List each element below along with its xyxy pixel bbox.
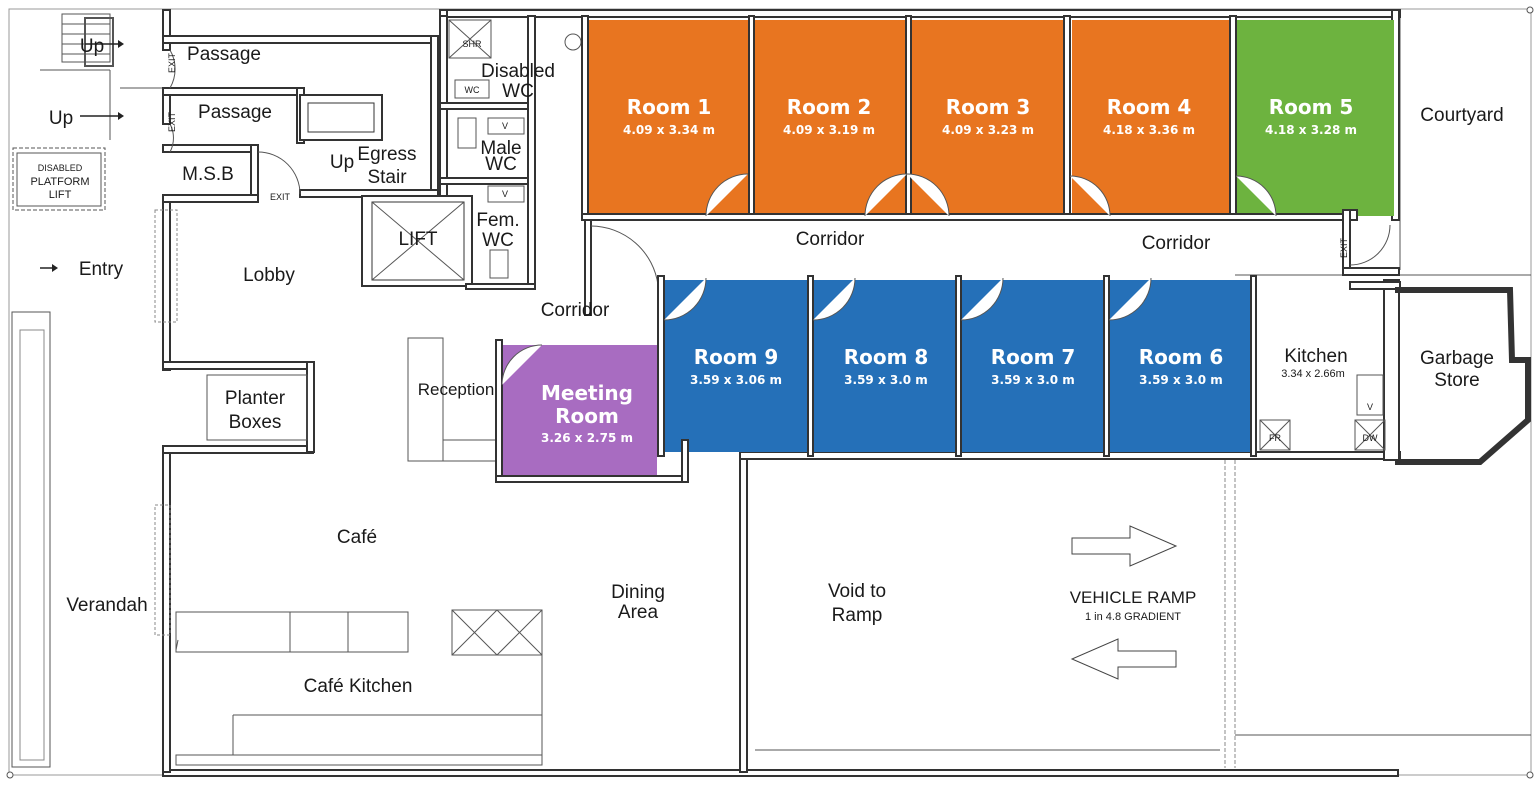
label-reception: Reception — [418, 380, 495, 399]
label-cafe-kitchen: Café Kitchen — [304, 676, 413, 697]
label-courtyard: Courtyard — [1420, 105, 1503, 126]
label-dining-1: Dining — [611, 582, 665, 603]
label-egress-1: Egress — [357, 144, 416, 165]
label-fem-wc-1: Fem. — [476, 210, 519, 231]
label-void-1: Void to — [828, 581, 886, 602]
bottom-rooms — [495, 275, 1386, 483]
garbage-store-walls — [1395, 287, 1531, 465]
label-exit-1: EXIT — [167, 53, 177, 74]
room-3-dims: 4.09 x 3.23 m — [942, 123, 1034, 137]
label-exit-2: EXIT — [167, 112, 177, 133]
label-fem-wc-2: WC — [482, 230, 514, 251]
room-2-dims: 4.09 x 3.19 m — [783, 123, 875, 137]
room-3-name: Room 3 — [946, 95, 1031, 119]
meeting-room-name-1: Meeting — [541, 381, 633, 405]
label-passage-2: Passage — [198, 102, 272, 123]
label-shr: SHR — [462, 39, 482, 49]
label-lobby: Lobby — [243, 265, 295, 286]
label-kitchen: Kitchen — [1284, 346, 1347, 367]
label-dining-2: Area — [618, 602, 659, 623]
ramp-zone — [755, 460, 1236, 768]
room-7-name: Room 7 — [991, 345, 1076, 369]
label-garbage-2: Store — [1434, 370, 1479, 391]
reception-counter — [407, 337, 495, 462]
label-v-mark-2: V — [502, 189, 508, 199]
label-ramp-1: VEHICLE RAMP — [1070, 588, 1197, 607]
room-4-fill — [1072, 20, 1232, 216]
label-fr: FR — [1269, 433, 1281, 443]
cafe-zone — [154, 209, 543, 766]
room-8-dims: 3.59 x 3.0 m — [844, 373, 928, 387]
label-ramp-2: 1 in 4.8 GRADIENT — [1085, 611, 1181, 623]
lift-shaft — [361, 195, 473, 287]
room-7-dims: 3.59 x 3.0 m — [991, 373, 1075, 387]
label-male-wc-1: Male — [480, 138, 521, 159]
label-cafe: Café — [337, 527, 377, 548]
room-6-dims: 3.59 x 3.0 m — [1139, 373, 1223, 387]
label-up-left: Up — [49, 108, 73, 129]
label-garbage-1: Garbage — [1420, 348, 1494, 369]
label-platform-lift-3: LIFT — [49, 189, 72, 201]
upper-left-walls — [162, 35, 439, 203]
corridor-walls — [584, 209, 1401, 316]
label-v-mark-3: V — [1367, 402, 1373, 412]
room-3-fill — [912, 20, 1064, 216]
label-entry: Entry — [79, 259, 124, 280]
label-kitchen-dims: 3.34 x 2.66m — [1281, 368, 1345, 380]
room-4-name: Room 4 — [1107, 95, 1192, 119]
room-4-dims: 4.18 x 3.36 m — [1103, 123, 1195, 137]
room-8-name: Room 8 — [844, 345, 929, 369]
ramp-down-arrow — [1070, 638, 1177, 680]
wc-block — [439, 15, 582, 290]
label-egress-2: Stair — [367, 167, 407, 188]
top-rooms — [581, 15, 1394, 221]
label-planter-1: Planter — [225, 388, 286, 409]
label-passage-1: Passage — [187, 44, 261, 65]
room-5-dims: 4.18 x 3.28 m — [1265, 123, 1357, 137]
label-lift: LIFT — [398, 229, 437, 250]
meeting-room-fill — [502, 345, 657, 480]
label-planter-2: Boxes — [229, 412, 282, 433]
room-2-name: Room 2 — [787, 95, 872, 119]
label-msb: M.S.B — [182, 164, 234, 185]
label-male-wc-2: WC — [485, 154, 517, 175]
meeting-room-dims: 3.26 x 2.75 m — [541, 431, 633, 445]
label-exit-3: EXIT — [270, 192, 291, 202]
label-corridor-mid: Corridor — [796, 229, 865, 250]
boundary-marker — [1526, 6, 1534, 14]
label-corridor-left: Corridor — [541, 300, 610, 321]
room-9-dims: 3.59 x 3.06 m — [690, 373, 782, 387]
room-5-name: Room 5 — [1269, 95, 1354, 119]
label-dw: DW — [1363, 433, 1378, 443]
ramp-up-arrow — [1071, 525, 1178, 567]
label-disabled-wc-2: WC — [502, 81, 534, 102]
label-up-stair: Up — [330, 152, 354, 173]
boundary-marker — [6, 771, 14, 779]
boundary-marker — [1526, 771, 1534, 779]
label-exit-4: EXIT — [1339, 238, 1349, 259]
label-corridor-right: Corridor — [1142, 233, 1211, 254]
label-wc-fixture: WC — [465, 85, 480, 95]
room-9-name: Room 9 — [694, 345, 779, 369]
label-disabled-wc-1: Disabled — [481, 61, 555, 82]
entry-zone — [11, 13, 163, 768]
label-platform-lift-2: PLATFORM — [30, 176, 89, 188]
label-void-2: Ramp — [832, 605, 883, 626]
label-up-top: Up — [80, 36, 104, 57]
room-1-name: Room 1 — [627, 95, 712, 119]
meeting-room-name-2: Room — [555, 404, 619, 428]
room-1-dims: 4.09 x 3.34 m — [623, 123, 715, 137]
label-platform-lift-1: DISABLED — [38, 163, 83, 173]
label-verandah: Verandah — [66, 595, 147, 616]
label-v-mark-1: V — [502, 121, 508, 131]
room-6-name: Room 6 — [1139, 345, 1224, 369]
room-5-fill — [1236, 20, 1394, 216]
